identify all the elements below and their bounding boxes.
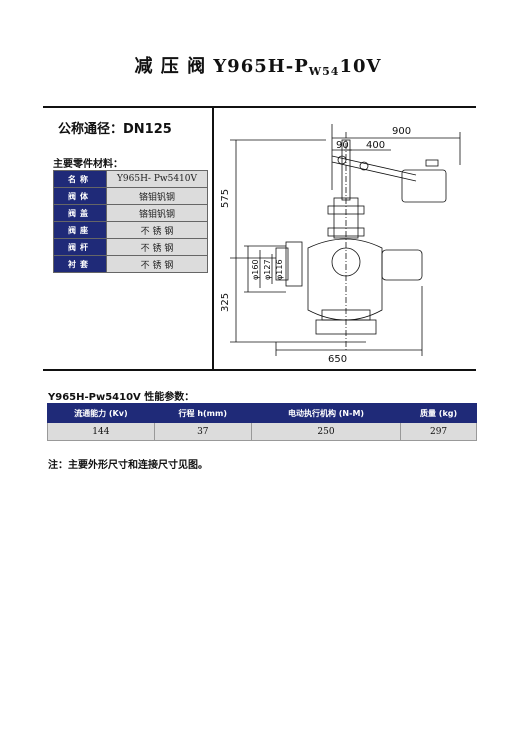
table-header-row: 流通能力 (Kv) 行程 h(mm) 电动执行机构 (N-M) 质量 (kg)	[47, 403, 477, 423]
performance-heading: Y965H-Pw5410V 性能参数：	[48, 392, 195, 403]
dim-90: 90	[336, 140, 349, 151]
dim-650: 650	[328, 354, 347, 365]
dim-160: φ160	[251, 259, 260, 280]
dim-116: φ116	[275, 259, 284, 280]
dim-325: 325	[220, 293, 231, 312]
table-row: 144 37 250 297	[47, 422, 477, 441]
bottom-rule	[43, 369, 476, 371]
table-row: 阀体铬钼钒钢	[53, 187, 208, 205]
dim-575: 575	[220, 189, 231, 208]
table-row: 阀座不 锈 钢	[53, 221, 208, 239]
table-row: 阀盖铬钼钒钢	[53, 204, 208, 222]
materials-heading: 主要零件材料：	[53, 159, 123, 170]
valve-drawing: 900 400 90 575 325 φ160 φ127 φ116 650	[220, 124, 461, 365]
nominal-diameter: 公称通径：DN125	[58, 122, 172, 137]
dim-400: 400	[366, 140, 385, 151]
top-rule	[43, 106, 476, 108]
performance-table: 流通能力 (Kv) 行程 h(mm) 电动执行机构 (N-M) 质量 (kg) …	[47, 403, 477, 441]
footnote: 注：主要外形尺寸和连接尺寸见图。	[48, 460, 208, 471]
dim-127: φ127	[263, 259, 272, 280]
table-row: 衬套不 锈 钢	[53, 255, 208, 273]
table-row: 阀杆不 锈 钢	[53, 238, 208, 256]
column-divider	[212, 108, 214, 370]
dim-900: 900	[392, 126, 411, 137]
page-title: 减 压 阀 Y965H-PW5410V	[134, 56, 382, 78]
